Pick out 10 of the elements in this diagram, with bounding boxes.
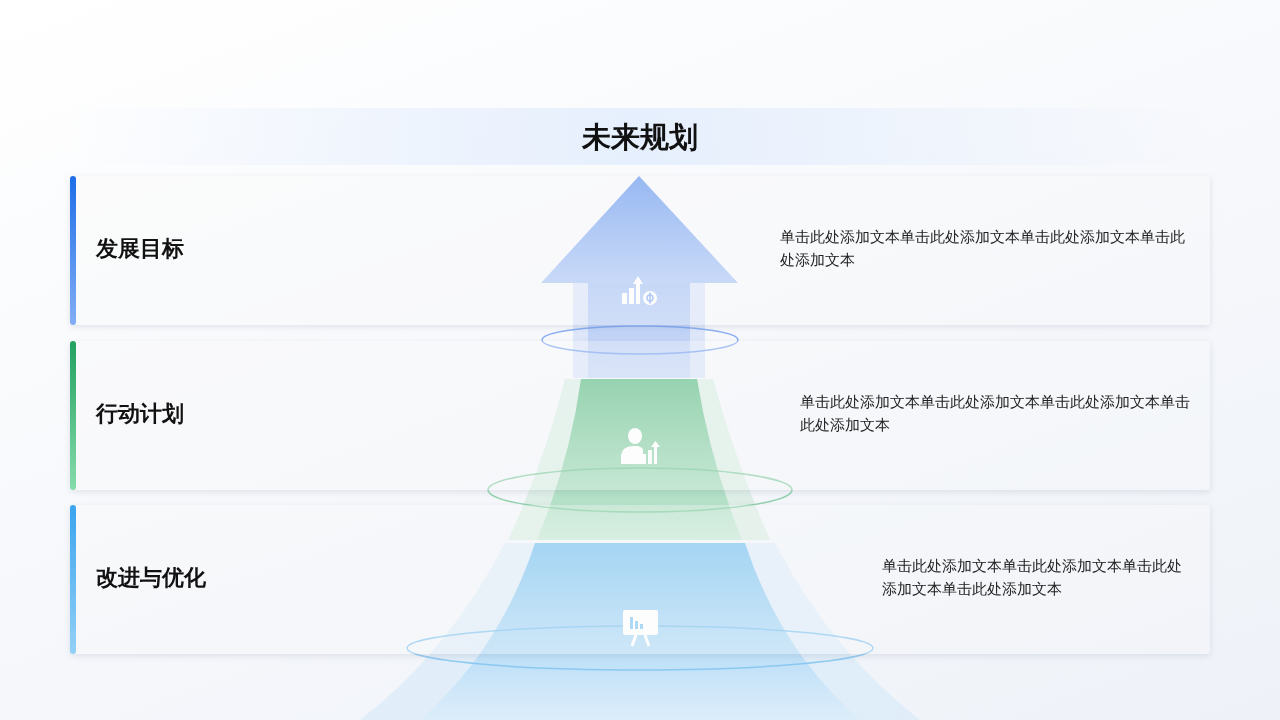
section-heading: 发展目标: [96, 235, 184, 263]
card-background: [70, 505, 1210, 654]
body-text: 单击此处添加文本单击此处添加文本单击此处添加文本单击此处添加文本: [882, 555, 1183, 600]
body-text: 单击此处添加文本单击此处添加文本单击此处添加文本单击此处添加文本: [800, 391, 1190, 436]
title: 未来规划: [581, 119, 699, 156]
card-background: [70, 176, 1210, 325]
section-heading: 行动计划: [96, 400, 184, 428]
section-heading: 改进与优化: [96, 564, 206, 592]
body-text: 单击此处添加文本单击此处添加文本单击此处添加文本单击此处添加文本: [780, 226, 1186, 271]
card-background: [70, 341, 1210, 490]
